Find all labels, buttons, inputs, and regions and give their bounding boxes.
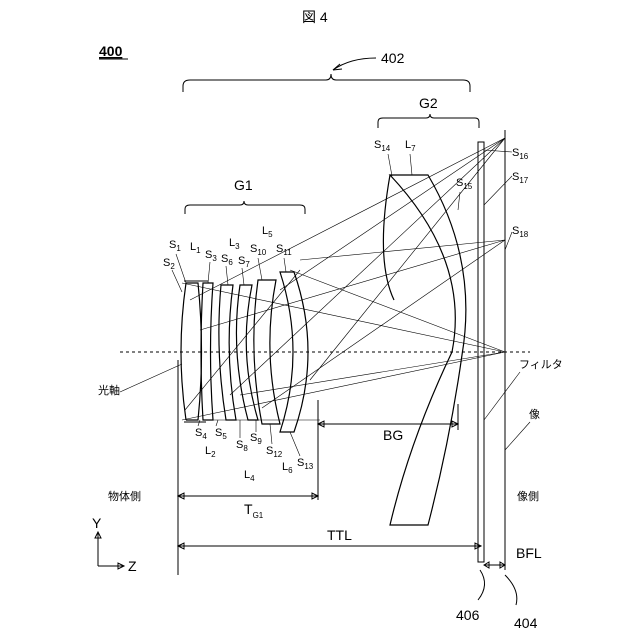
label-404: 404 — [514, 615, 538, 631]
label-object-side: 物体側 — [108, 489, 141, 503]
bracket-g1 — [185, 201, 305, 214]
label-l4: L4 — [244, 469, 255, 483]
label-s15: S15 — [456, 177, 473, 191]
label-s12: S12 — [266, 445, 283, 459]
label-406: 406 — [456, 607, 480, 623]
label-s14: S14 — [374, 139, 391, 153]
label-tg1: TG1 — [244, 501, 264, 520]
figure-ref-number: 400 — [99, 43, 123, 59]
bracket-g2 — [378, 114, 479, 128]
bracket-402 — [183, 74, 470, 92]
label-s6: S6 — [221, 253, 233, 267]
leader-406 — [478, 570, 485, 600]
leader-image — [505, 422, 530, 450]
label-s3: S3 — [205, 249, 217, 263]
label-axis-z: Z — [128, 558, 137, 574]
label-s10: S10 — [250, 243, 267, 257]
label-axis-y: Y — [92, 515, 102, 531]
leader-filter — [484, 372, 520, 420]
label-s8: S8 — [236, 439, 248, 453]
label-image-side: 像側 — [517, 490, 539, 503]
label-s4: S4 — [195, 427, 207, 441]
label-s5: S5 — [215, 427, 227, 441]
label-s18: S18 — [512, 225, 529, 239]
leader-404 — [505, 575, 517, 605]
label-l1: L1 — [190, 241, 201, 255]
label-l6: L6 — [282, 461, 293, 475]
label-s9: S9 — [250, 432, 262, 446]
leader-optical-axis — [120, 364, 182, 392]
label-filter: フィルタ — [519, 358, 563, 371]
label-s7: S7 — [238, 255, 250, 269]
label-s1: S1 — [169, 239, 181, 253]
label-ttl: TTL — [327, 527, 352, 543]
label-402: 402 — [381, 50, 405, 66]
figure-title: 図 4 — [302, 9, 328, 25]
label-s13: S13 — [297, 457, 314, 471]
label-image: 像 — [529, 408, 540, 421]
label-g1: G1 — [234, 177, 253, 193]
label-s2: S2 — [163, 257, 175, 271]
label-l7: L7 — [405, 139, 416, 153]
label-s17: S17 — [512, 171, 529, 185]
label-l5: L5 — [262, 225, 273, 239]
leader-lines — [172, 150, 512, 456]
lens-l3 — [219, 285, 236, 420]
label-s16: S16 — [512, 147, 529, 161]
lens-l7 — [390, 175, 466, 525]
label-s11: S11 — [276, 243, 292, 257]
label-l3: L3 — [229, 237, 240, 251]
label-l2: L2 — [205, 445, 216, 459]
label-g2: G2 — [419, 95, 438, 111]
label-optical-axis: 光軸 — [98, 383, 120, 397]
label-bfl: BFL — [516, 545, 542, 561]
label-bg: BG — [383, 427, 403, 443]
surface-s14-edge — [383, 175, 394, 300]
